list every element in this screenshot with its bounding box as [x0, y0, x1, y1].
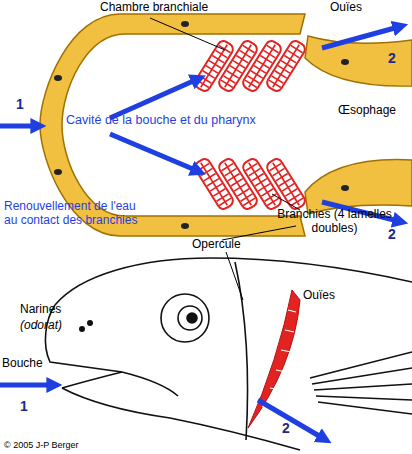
part-label: Chambre branchiale: [100, 0, 208, 14]
part-label: Bouche: [2, 356, 43, 370]
water-flow-arrow: [0, 385, 326, 440]
copyright-note: © 2005 J-P Berger: [4, 440, 79, 451]
callout-number: 2: [388, 50, 396, 67]
part-label: Branchies (4 lamelles doubles): [262, 207, 407, 236]
note: Renouvellement de l'eau au contact des b…: [4, 199, 144, 228]
water-flow-arrow: [0, 26, 402, 222]
leader-line: [150, 18, 300, 240]
callout-number: 2: [388, 226, 396, 243]
part-label: (odorat): [20, 318, 62, 332]
part-label: Œsophage: [338, 103, 396, 117]
part-label: Narines: [20, 302, 61, 316]
esophagus-wall: [305, 160, 412, 214]
part-label: Opercule: [192, 237, 241, 251]
part-label: Cavité de la bouche et du pharynx: [66, 113, 256, 128]
esophagus-wall: [305, 36, 412, 86]
callout-number: 1: [16, 96, 24, 113]
callout-number: 2: [282, 420, 290, 437]
leader-line: [226, 252, 243, 300]
part-label: Ouïes: [303, 288, 335, 302]
part-label: Ouïes: [330, 0, 362, 14]
callout-number: 1: [20, 398, 28, 415]
gill-stripes: [262, 310, 296, 408]
tissue-dots: [54, 21, 349, 229]
fish-head: [45, 258, 412, 450]
